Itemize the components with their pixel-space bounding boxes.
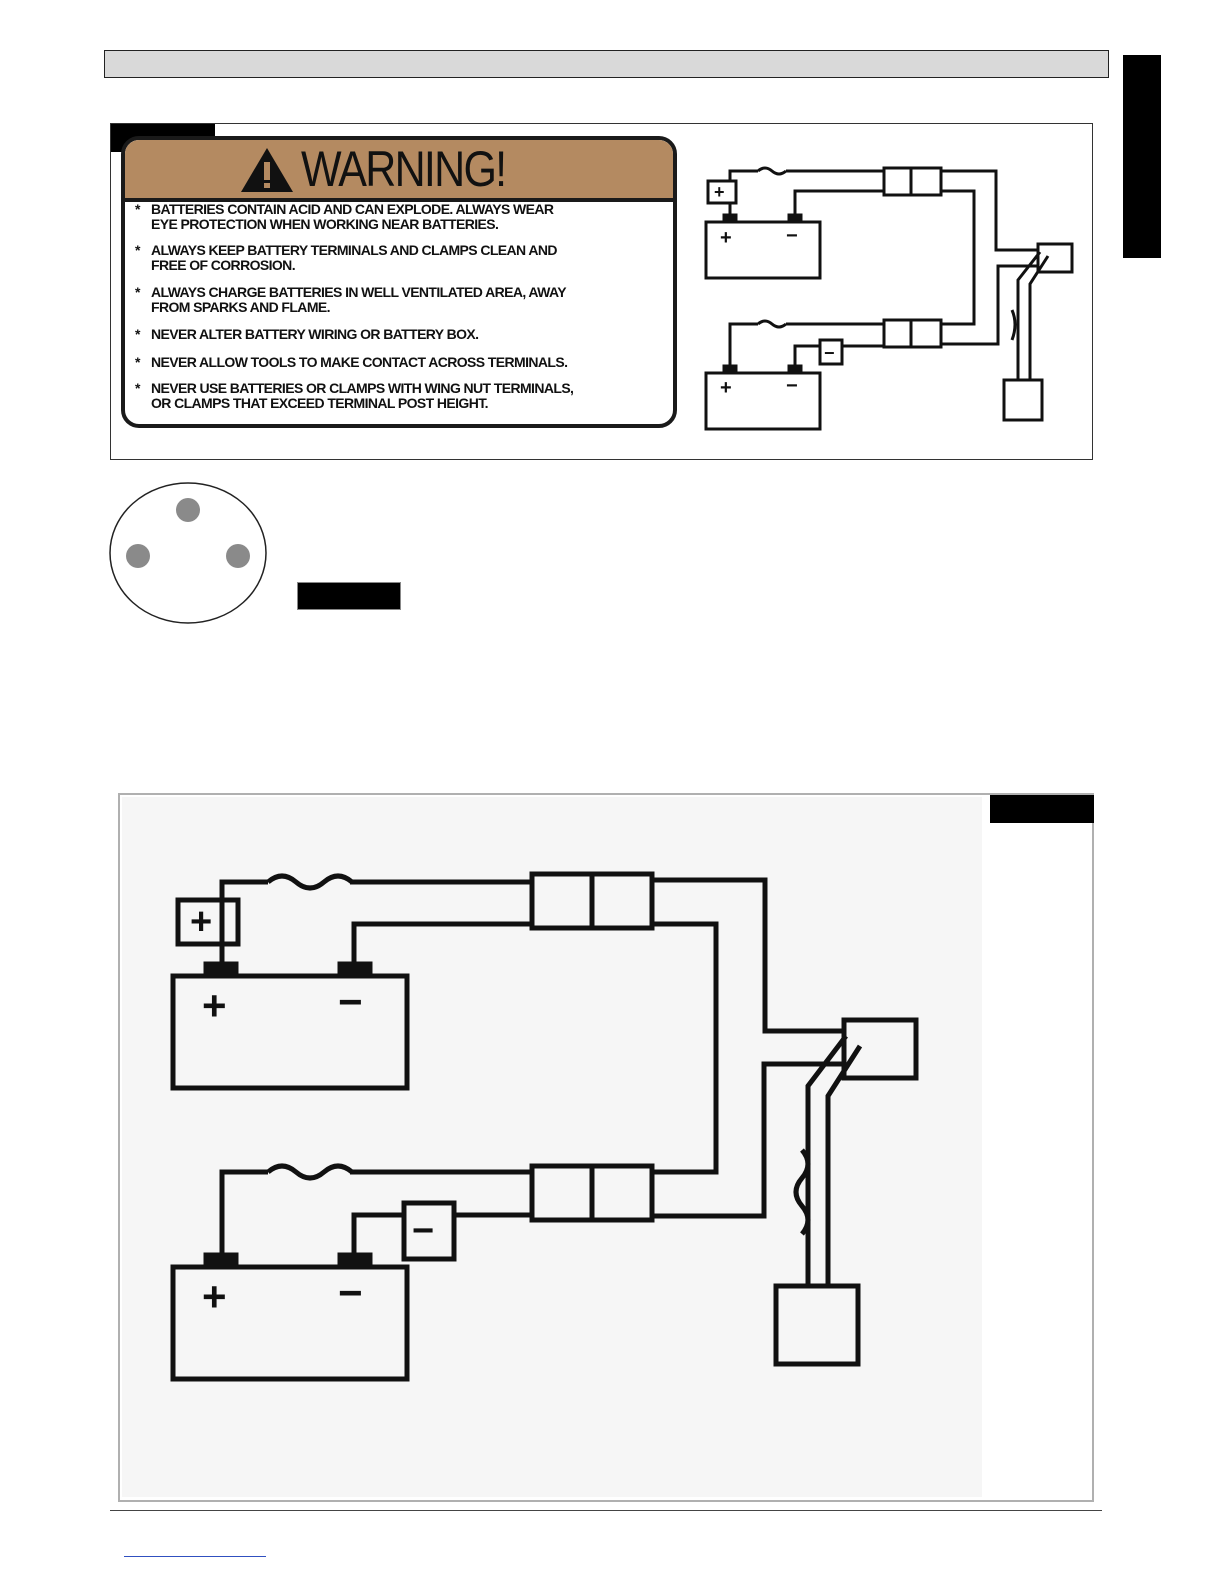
footer-rule [110, 1510, 1102, 1511]
positive-tag [706, 179, 738, 205]
warning-item: *NEVER USE BATTERIES OR CLAMPS WITH WING… [135, 380, 574, 411]
negative-tag [818, 338, 844, 366]
negative-tag [401, 1200, 457, 1262]
warning-item: *NEVER ALTER BATTERY WIRING OR BATTERY B… [135, 326, 479, 342]
warning-decal: WARNING! *BATTERIES CONTAIN ACID AND CAN… [121, 136, 677, 428]
fuse-top [266, 873, 354, 891]
svg-text:−: − [786, 225, 798, 247]
warning-item: *ALWAYS CHARGE BATTERIES IN WELL VENTILA… [135, 284, 567, 315]
connector-pin [126, 544, 150, 568]
battery-top [170, 973, 410, 1091]
svg-text:+: + [202, 1273, 227, 1320]
svg-text:+: + [720, 227, 732, 249]
warning-item: *BATTERIES CONTAIN ACID AND CAN EXPLODE.… [135, 201, 554, 232]
warning-item: *ALWAYS KEEP BATTERY TERMINALS AND CLAMP… [135, 242, 557, 273]
svg-text:−: − [338, 1269, 363, 1316]
warning-list: *BATTERIES CONTAIN ACID AND CAN EXPLODE.… [135, 202, 671, 411]
figure-label-tab [297, 582, 401, 610]
battery-top [704, 220, 822, 280]
warning-header: WARNING! [125, 140, 673, 202]
connector-pin [176, 498, 200, 522]
fuse-top [757, 166, 787, 176]
svg-text:−: − [412, 1210, 434, 1252]
battery-bottom [170, 1264, 410, 1382]
footer-link-underline[interactable] [124, 1556, 266, 1557]
warning-item: *NEVER ALLOW TOOLS TO MAKE CONTACT ACROS… [135, 354, 568, 370]
svg-text:−: − [824, 343, 835, 363]
figure-label-tab [990, 795, 1094, 823]
svg-text:+: + [714, 182, 725, 202]
battery-bottom [704, 371, 822, 431]
svg-text:+: + [190, 901, 212, 943]
svg-text:+: + [720, 377, 732, 399]
warning-triangle-icon [241, 148, 293, 192]
wiring-diagram-large: + + − + − − [170, 871, 919, 1382]
svg-text:+: + [202, 982, 227, 1029]
svg-text:−: − [338, 978, 363, 1025]
section-side-tab [1123, 55, 1161, 258]
positive-tag [175, 897, 241, 947]
connector-pin [226, 544, 250, 568]
warning-title: WARNING! [301, 141, 507, 197]
charger-plug-connector [109, 482, 267, 624]
wiring-diagram-small: + + − + − − [704, 166, 1074, 431]
svg-text:−: − [786, 375, 798, 397]
page-header-bar [104, 50, 1109, 78]
